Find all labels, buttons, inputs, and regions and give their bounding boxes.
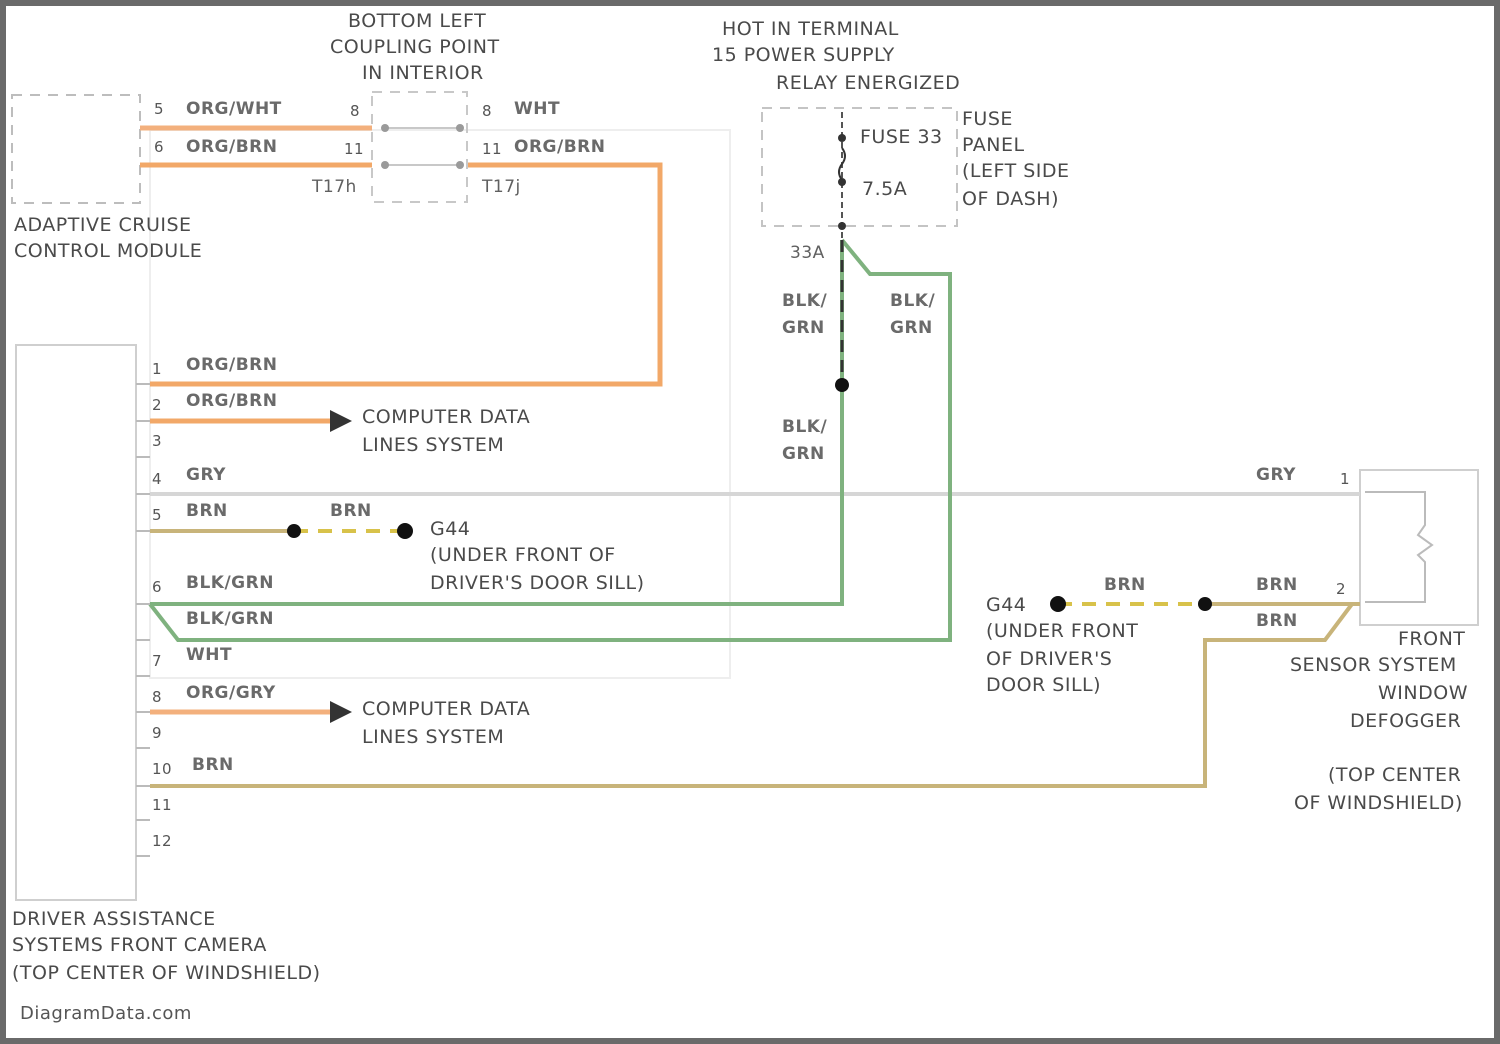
- coupling-wire-wht: WHT: [514, 96, 560, 123]
- camera-name-3: (TOP CENTER OF WINDSHIELD): [12, 960, 321, 987]
- ground-right-loc-2: OF DRIVER'S: [986, 646, 1112, 673]
- terminal-33a: 33A: [790, 240, 825, 267]
- splice-dot: [287, 524, 301, 538]
- ground-right-loc-3: DOOR SILL): [986, 672, 1101, 699]
- camera-pin-1: 1: [152, 356, 162, 383]
- power-wire-blk-grn-1: BLK/ GRN: [782, 288, 827, 342]
- camera-pin-9: 9: [152, 720, 162, 747]
- arrow-data-2: [330, 701, 352, 723]
- fuse-terminal: [838, 134, 846, 142]
- arrow-data-1: [330, 410, 352, 432]
- coupling-pin: [456, 124, 464, 132]
- power-title-3: RELAY ENERGIZED: [776, 70, 960, 97]
- coupling-title-2: COUPLING POINT: [330, 34, 500, 61]
- camera-wire-p10: BRN: [192, 752, 234, 779]
- coupling-pin: [381, 124, 389, 132]
- fuse-terminal: [838, 222, 846, 230]
- camera-wire-p6b: BLK/GRN: [186, 606, 274, 633]
- ground-right-wire-2: BRN: [1256, 572, 1298, 599]
- camera-wire-p5: BRN: [186, 498, 228, 525]
- acc-module-box: [12, 95, 140, 203]
- fuse-rating: 7.5A: [862, 176, 907, 203]
- camera-pin-5: 5: [152, 502, 162, 529]
- camera-wire-p2: ORG/BRN: [186, 388, 277, 415]
- connector-left: T17h: [312, 174, 357, 201]
- camera-pin-7: 7: [152, 648, 162, 675]
- defogger-name-1: FRONT: [1398, 626, 1465, 653]
- camera-pin-6: 6: [152, 574, 162, 601]
- coupling-pin-11-left: 11: [344, 136, 364, 163]
- coupling-pin-8-left: 8: [350, 98, 360, 125]
- defogger-pin-1: 1: [1340, 466, 1350, 493]
- acc-wire-org-wht: ORG/WHT: [186, 96, 282, 123]
- power-wire-blk-grn-3: BLK/ GRN: [782, 414, 827, 468]
- ground-left-wire: BRN: [330, 498, 372, 525]
- fuse-panel-1: FUSE: [962, 106, 1013, 133]
- fuse-label: FUSE 33: [860, 124, 943, 151]
- coupling-pin: [456, 161, 464, 169]
- camera-box: [16, 345, 136, 900]
- ground-right-name: G44: [986, 592, 1026, 619]
- camera-pin-11: 11: [152, 792, 172, 819]
- coupling-title-3: IN INTERIOR: [362, 60, 484, 87]
- ground-left-name: G44: [430, 516, 470, 543]
- watermark: DiagramData.com: [20, 1000, 192, 1027]
- defogger-element: [1365, 492, 1432, 602]
- defogger-wire-gry: GRY: [1256, 462, 1296, 489]
- camera-pin-8: 8: [152, 684, 162, 711]
- defogger-loc-1: (TOP CENTER: [1328, 762, 1461, 789]
- acc-wire-org-brn: ORG/BRN: [186, 134, 277, 161]
- computer-data-2b: LINES SYSTEM: [362, 724, 504, 751]
- connector-right: T17j: [482, 174, 521, 201]
- camera-pin-ticks: [136, 384, 150, 856]
- coupling-wire-org-brn: ORG/BRN: [514, 134, 605, 161]
- coupling-title-1: BOTTOM LEFT: [348, 8, 486, 35]
- camera-pin-4: 4: [152, 466, 162, 493]
- camera-name-1: DRIVER ASSISTANCE: [12, 906, 216, 933]
- coupling-pin-8-right: 8: [482, 98, 492, 125]
- splice-dot: [835, 378, 849, 392]
- acc-pin-6: 6: [154, 134, 164, 161]
- defogger-name-2: SENSOR SYSTEM: [1290, 652, 1457, 679]
- camera-wire-p6a: BLK/GRN: [186, 570, 274, 597]
- defogger-pin-2: 2: [1336, 576, 1346, 603]
- splice-dot: [1198, 597, 1212, 611]
- fuse-panel-3: (LEFT SIDE: [962, 158, 1070, 185]
- acc-module-name-2: CONTROL MODULE: [14, 238, 202, 265]
- computer-data-2a: COMPUTER DATA: [362, 696, 530, 723]
- camera-wire-p8: ORG/GRY: [186, 680, 276, 707]
- ground-right-wire-1: BRN: [1104, 572, 1146, 599]
- ground-left-loc-1: (UNDER FRONT OF: [430, 542, 616, 569]
- camera-pin-2: 2: [152, 392, 162, 419]
- camera-name-2: SYSTEMS FRONT CAMERA: [12, 932, 267, 959]
- ground-left-loc-2: DRIVER'S DOOR SILL): [430, 570, 645, 597]
- defogger-name-3: WINDOW: [1378, 680, 1468, 707]
- camera-pin-3: 3: [152, 428, 162, 455]
- acc-module-name-1: ADAPTIVE CRUISE: [14, 212, 192, 239]
- computer-data-1a: COMPUTER DATA: [362, 404, 530, 431]
- coupling-box: [372, 92, 467, 202]
- camera-wire-p1: ORG/BRN: [186, 352, 277, 379]
- ground-right-wire-3: BRN: [1256, 608, 1298, 635]
- camera-wire-p7: WHT: [186, 642, 232, 669]
- defogger-name-4: DEFOGGER: [1350, 708, 1461, 735]
- camera-pin-10: 10: [152, 756, 172, 783]
- coupling-pin-11-right: 11: [482, 136, 502, 163]
- ground-dot-right: [1050, 596, 1066, 612]
- fuse-panel-2: PANEL: [962, 132, 1025, 159]
- acc-pin-5: 5: [154, 96, 164, 123]
- wire-brn-long: [150, 604, 1352, 786]
- power-wire-blk-grn-2: BLK/ GRN: [890, 288, 935, 342]
- power-title-1: HOT IN TERMINAL: [722, 16, 899, 43]
- ground-right-loc-1: (UNDER FRONT: [986, 618, 1138, 645]
- camera-pin-12: 12: [152, 828, 172, 855]
- coupling-pin: [381, 161, 389, 169]
- ground-dot-left: [397, 523, 413, 539]
- fuse-panel-4: OF DASH): [962, 186, 1059, 213]
- computer-data-1b: LINES SYSTEM: [362, 432, 504, 459]
- power-title-2: 15 POWER SUPPLY: [712, 42, 895, 69]
- defogger-loc-2: OF WINDSHIELD): [1294, 790, 1463, 817]
- camera-wire-p4: GRY: [186, 462, 226, 489]
